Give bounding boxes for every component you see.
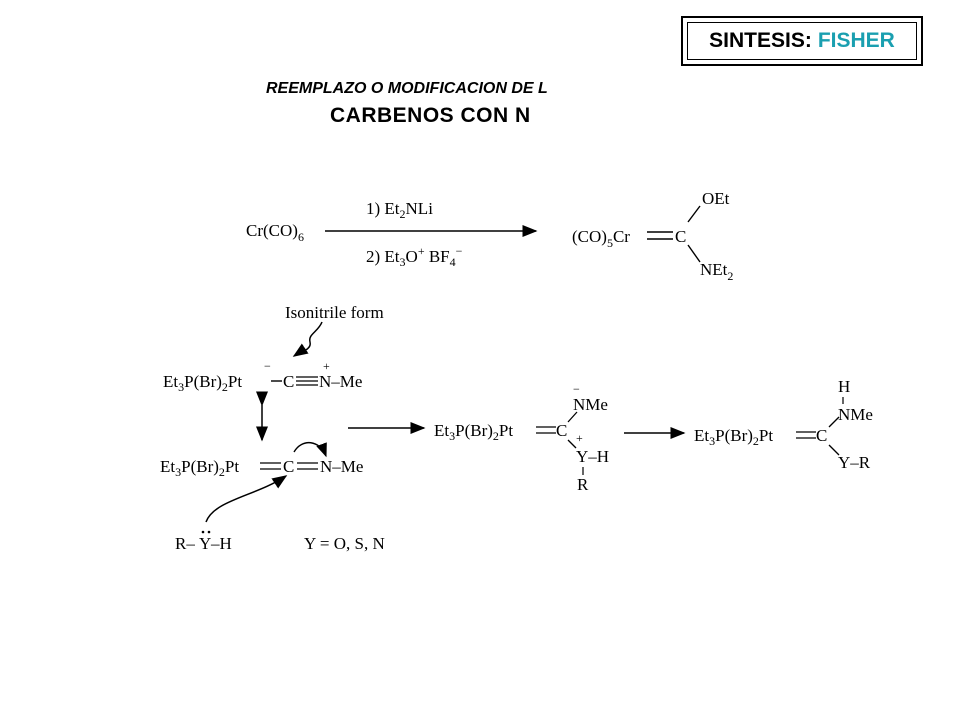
label-isonitrile-form: Isonitrile form <box>285 303 384 322</box>
arrow-electron-push <box>293 442 327 458</box>
svg-text:NEt2: NEt2 <box>700 260 733 283</box>
reagent-step1: 1) Et2NLi <box>366 199 433 221</box>
svg-text:Y–H: Y–H <box>576 447 609 466</box>
svg-text:(CO)5Cr: (CO)5Cr <box>572 227 630 250</box>
svg-text:Y–R: Y–R <box>838 453 871 472</box>
svg-text:–H: –H <box>210 534 232 553</box>
final-product-amino-carbene: Et3P(Br)2Pt C H NMe Y–R <box>694 377 873 472</box>
svg-text:C: C <box>675 227 686 246</box>
svg-text:NMe: NMe <box>838 405 873 424</box>
svg-text:N–Me: N–Me <box>319 372 362 391</box>
svg-text:C: C <box>283 372 294 391</box>
svg-text:Et3P(Br)2Pt: Et3P(Br)2Pt <box>160 457 239 479</box>
svg-text:Et3P(Br)2Pt: Et3P(Br)2Pt <box>694 426 773 448</box>
svg-text:OEt: OEt <box>702 189 730 208</box>
title-badge-accent: FISHER <box>817 29 895 52</box>
svg-text:H: H <box>838 377 850 396</box>
reactant-cr-co6: Cr(CO)6 <box>246 221 304 244</box>
product-fischer-carbene-cr: (CO)5Cr C OEt NEt2 <box>572 189 733 283</box>
svg-text:Et3P(Br)2Pt: Et3P(Br)2Pt <box>163 372 242 394</box>
svg-text:−: − <box>264 359 271 373</box>
title-badge: SINTESIS: FISHER <box>681 16 923 66</box>
title-badge-inner: SINTESIS: FISHER <box>687 22 917 60</box>
svg-text:−: − <box>573 382 580 396</box>
arrow-isonitrile-pointer <box>292 321 323 357</box>
svg-text:NMe: NMe <box>573 395 608 414</box>
label-y-definition: Y = O, S, N <box>304 534 385 553</box>
reagent-step2: 2) Et3O+ BF4− <box>366 244 463 269</box>
svg-text:C: C <box>816 426 827 445</box>
page-heading: CARBENOS CON N <box>330 104 531 127</box>
svg-text:C: C <box>283 457 294 476</box>
intermediate-zwitterion: Et3P(Br)2Pt C − NMe + Y–H R <box>434 382 609 494</box>
title-badge-prefix: SINTESIS: <box>709 29 812 52</box>
svg-text:R–: R– <box>175 534 195 553</box>
svg-text:R: R <box>577 475 589 494</box>
resonance-isonitrile: Et3P(Br)2Pt − C N–Me + <box>163 359 362 394</box>
svg-text:C: C <box>556 421 567 440</box>
svg-text:N–Me: N–Me <box>320 457 363 476</box>
nucleophile-r-y-h: R– Y –H <box>175 530 232 553</box>
svg-text:Et3P(Br)2Pt: Et3P(Br)2Pt <box>434 421 513 443</box>
svg-text:+: + <box>576 431 583 445</box>
svg-text:+: + <box>323 359 330 373</box>
svg-text:Y: Y <box>199 534 211 553</box>
subtitle: REEMPLAZO O MODIFICACION DE L <box>266 80 548 97</box>
arrow-nucleophile-attack <box>205 475 288 523</box>
resonance-carbene: Et3P(Br)2Pt C N–Me <box>160 457 363 479</box>
